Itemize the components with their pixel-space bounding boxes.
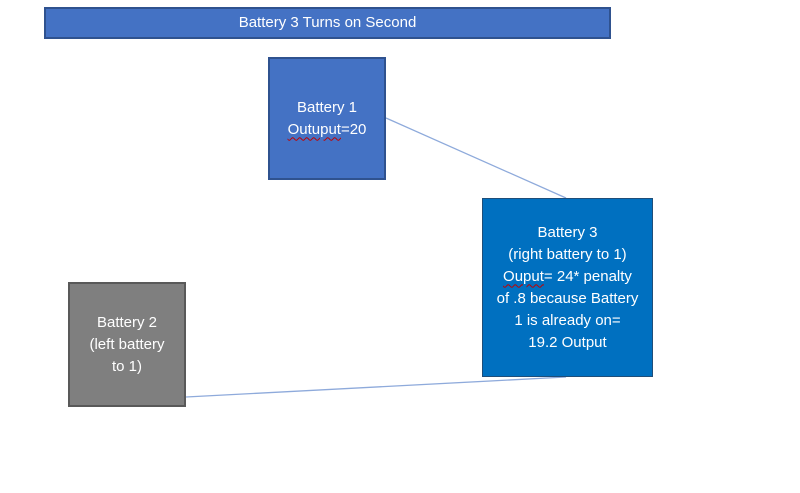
battery2-line2: (left battery <box>89 335 165 353</box>
battery1-misspelled-word: Outuput <box>287 120 341 138</box>
battery3-line6: 19.2 Output <box>528 333 607 351</box>
battery3-line1: Battery 3 <box>537 223 598 241</box>
battery1-line2: Outuput=20 <box>288 119 367 141</box>
battery3-line4: of .8 because Battery <box>496 289 639 307</box>
title-banner: Battery 3 Turns on Second <box>44 7 611 39</box>
battery1-text: Battery 1 Outuput=20 <box>288 97 367 141</box>
battery3-line2: (right battery to 1) <box>508 245 627 263</box>
connector-battery2-to-battery3 <box>185 376 567 398</box>
battery2-text: Battery 2 (left battery to 1) <box>89 312 164 378</box>
battery2-line3: to 1) <box>111 357 142 375</box>
battery3-line3-rest: = 24* penalty <box>543 267 632 285</box>
battery2-box: Battery 2 (left battery to 1) <box>68 282 186 407</box>
battery3-misspelled-word: Ouput <box>503 267 544 285</box>
battery3-line5: 1 is already on= <box>514 311 621 329</box>
connector-battery1-to-battery3 <box>385 117 567 199</box>
battery3-text: Battery 3 (right battery to 1) Ouput= 24… <box>497 222 639 354</box>
battery1-line2-rest: =20 <box>340 120 367 138</box>
battery2-line1: Battery 2 <box>96 313 158 331</box>
battery3-box: Battery 3 (right battery to 1) Ouput= 24… <box>482 198 653 377</box>
battery3-line3: Ouput= 24* penalty <box>497 266 639 288</box>
battery1-box: Battery 1 Outuput=20 <box>268 57 386 180</box>
battery1-line1: Battery 1 <box>296 98 357 116</box>
title-text: Battery 3 Turns on Second <box>238 14 417 31</box>
